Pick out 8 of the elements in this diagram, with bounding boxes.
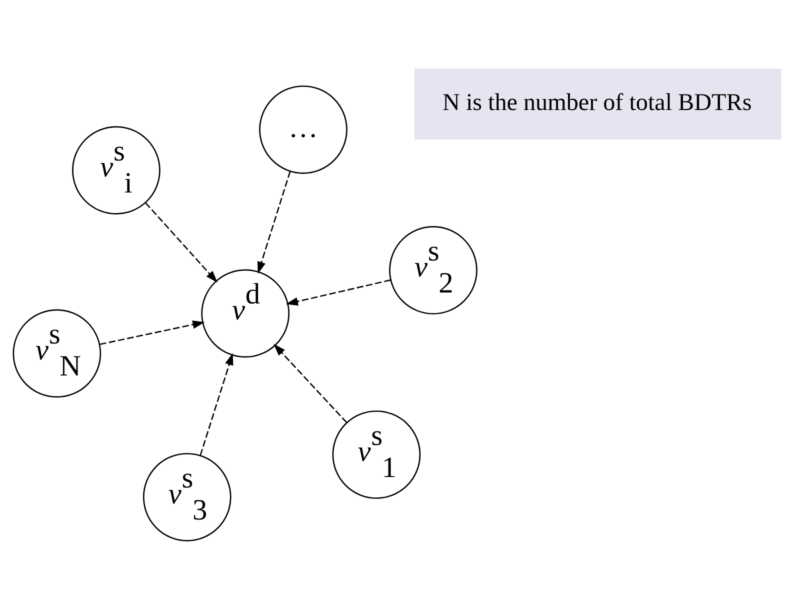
- arrow: [286, 278, 391, 306]
- arrow: [100, 320, 205, 345]
- node-box: N is the number of total BDTRs: [414, 68, 782, 140]
- arrow: [257, 170, 291, 274]
- arrow: [200, 352, 234, 456]
- node-circle: …: [259, 84, 348, 174]
- arrow: [274, 343, 348, 423]
- arrow: [145, 202, 218, 282]
